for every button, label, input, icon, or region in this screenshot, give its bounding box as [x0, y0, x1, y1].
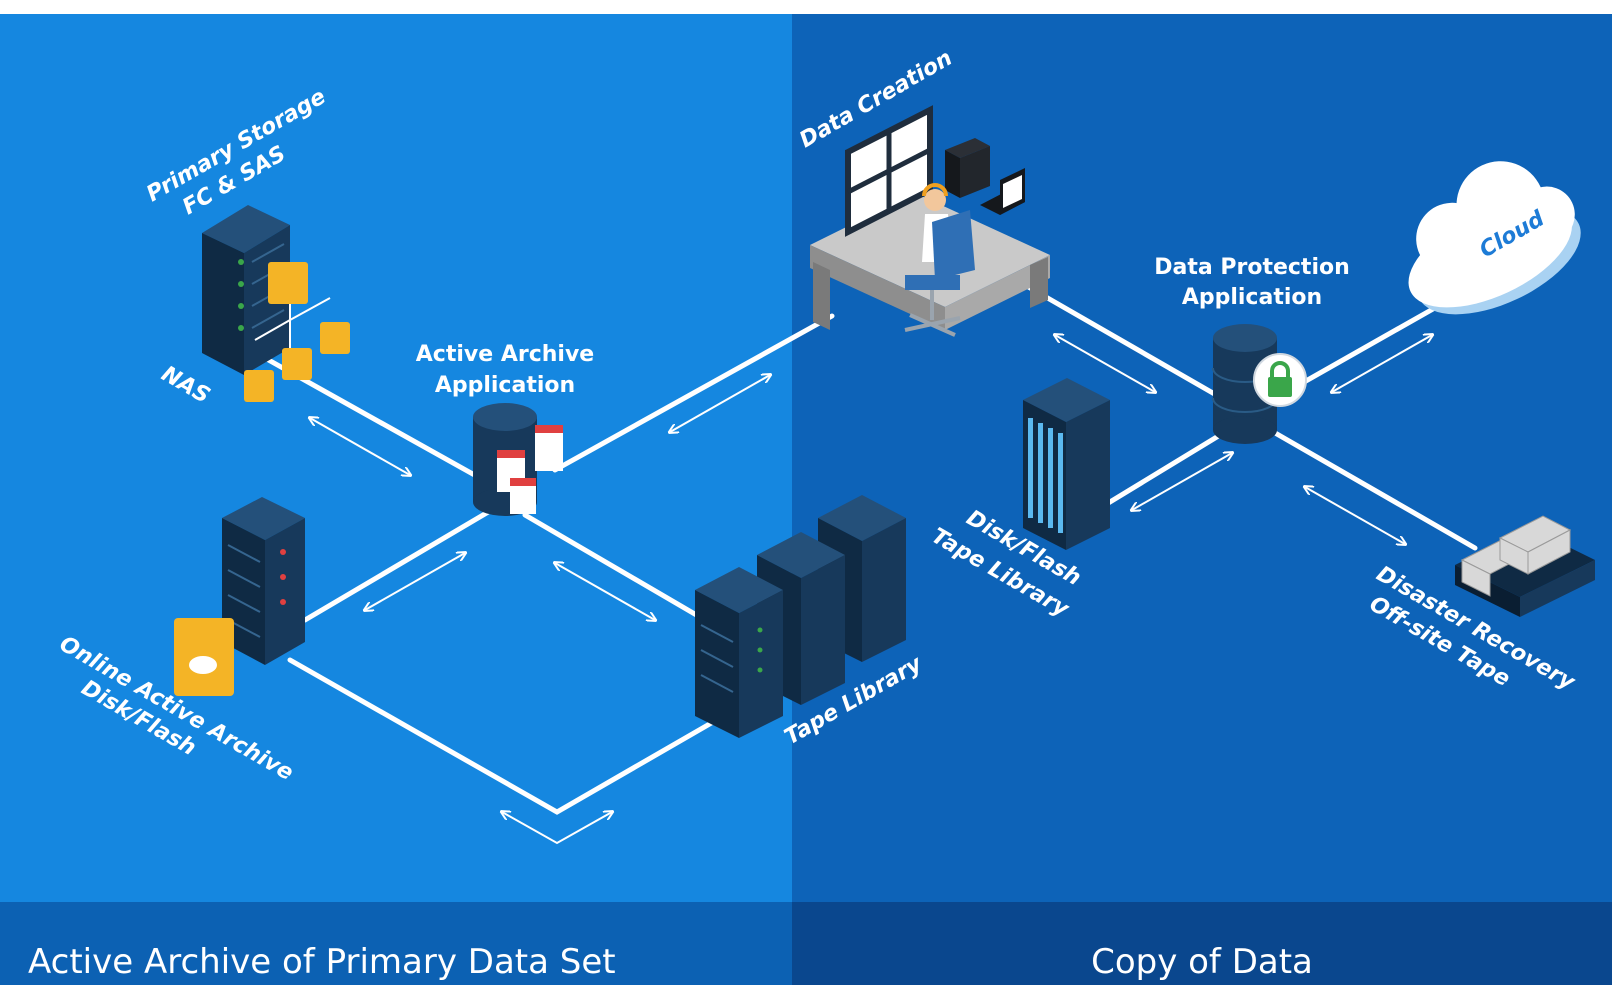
link-protection-cloud: [1287, 302, 1443, 393]
arrow-protection-dr: [1305, 487, 1405, 544]
flow-arrows: [310, 335, 1432, 845]
active-archive-app-sublabel: Application: [435, 373, 575, 398]
disk-flash-tape-library-icon: [1023, 378, 1110, 550]
active-archive-app-label: Active Archive: [416, 342, 594, 367]
data-creation-workstation-icon: [810, 105, 1050, 337]
arrow-archive-online: [365, 553, 465, 610]
link-protection-disk: [1102, 429, 1228, 508]
svg-text:Application: Application: [435, 373, 575, 398]
nas-label: NAS: [157, 362, 214, 409]
svg-text:Data Protection: Data Protection: [1154, 255, 1350, 280]
left-footer-title: Active Archive of Primary Data Set: [28, 942, 616, 982]
arrow-bottom-chevron: [502, 812, 612, 845]
link-archive-datacreation: [552, 313, 835, 473]
cloud-icon: [1408, 161, 1581, 315]
active-archive-database-icon: [473, 403, 563, 516]
svg-text:NAS: NAS: [157, 362, 214, 409]
right-footer-title: Copy of Data: [1091, 942, 1313, 982]
link-archive-tape: [522, 512, 708, 623]
tape-library-racks-icon: [695, 495, 906, 738]
link-archive-online: [302, 505, 498, 623]
arrow-protection-disk: [1132, 453, 1232, 510]
arrow-archive-datacreation: [670, 375, 770, 432]
left-footer-bar: Active Archive of Primary Data Set: [0, 902, 792, 985]
arrow-archive-tape: [555, 563, 655, 620]
arrow-nas-archive: [310, 418, 410, 475]
link-protection-dr: [1267, 427, 1478, 551]
arrow-protection-cloud: [1332, 335, 1432, 392]
data-protection-app-label: Data Protection: [1154, 255, 1350, 280]
arrow-datacreation-protection: [1055, 335, 1155, 392]
svg-text:Active Archive: Active Archive: [416, 342, 594, 367]
link-online-tape-bottom: [287, 657, 723, 815]
online-archive-server-icon: [174, 497, 305, 696]
rack-front: [695, 567, 783, 738]
data-protection-app-sublabel: Application: [1182, 285, 1322, 310]
right-footer-bar: Copy of Data: [792, 902, 1612, 985]
folder-tree-icon: [244, 262, 350, 402]
lock-icon: [1253, 353, 1307, 407]
svg-text:Application: Application: [1182, 285, 1322, 310]
disaster-recovery-tapes-icon: [1455, 515, 1595, 617]
